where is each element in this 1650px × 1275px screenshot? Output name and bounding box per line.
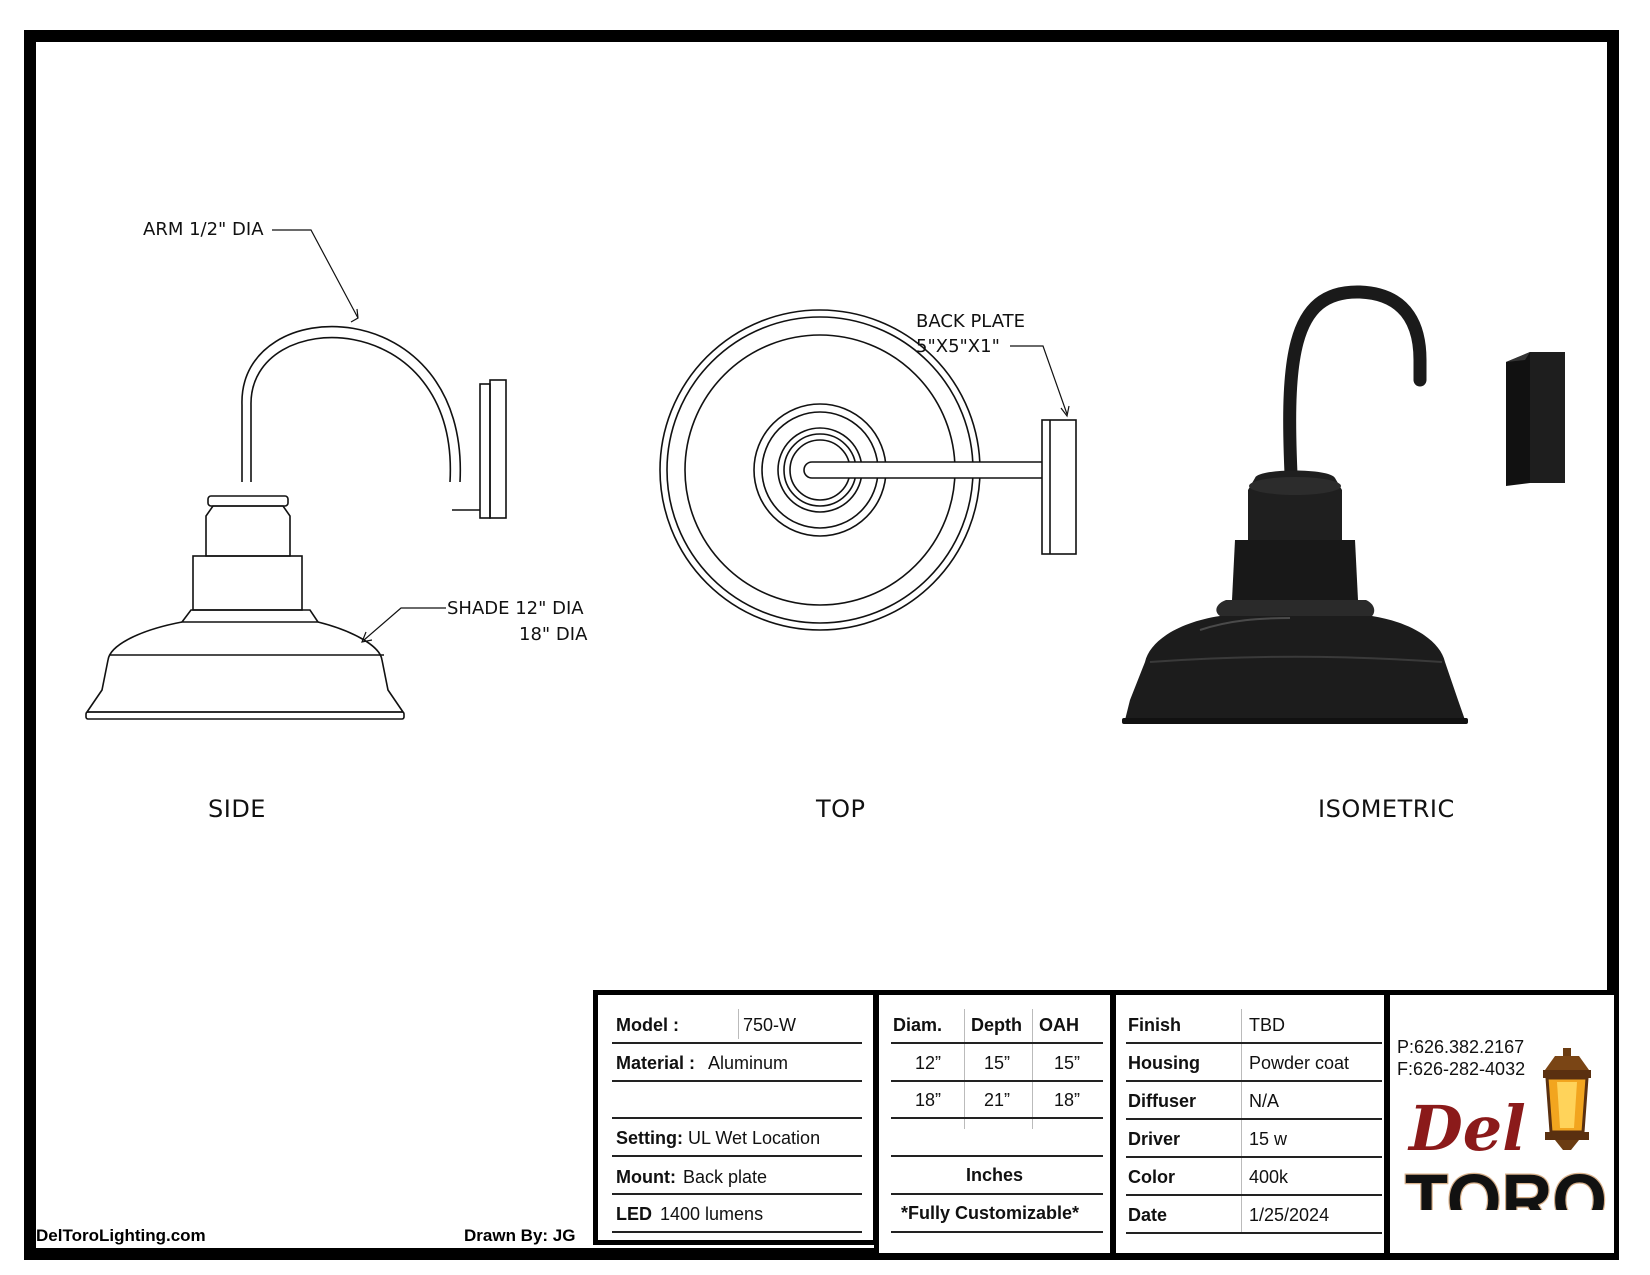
dim-row2-depth: 21” xyxy=(984,1090,1011,1110)
model-value: 750-W xyxy=(743,1015,797,1035)
setting-value: UL Wet Location xyxy=(688,1128,821,1148)
backplate-callout-line2: 5"X5"X1" xyxy=(916,336,1000,357)
mount-label: Mount: xyxy=(616,1167,676,1187)
shade-callout-line2: 18" DIA xyxy=(519,624,588,645)
logo-word-del: Del xyxy=(1407,1092,1526,1165)
date-value: 1/25/2024 xyxy=(1249,1205,1330,1225)
side-view-label: SIDE xyxy=(208,795,266,823)
logo-word-toro: TORO xyxy=(1405,1159,1607,1210)
material-label: Material : xyxy=(616,1053,696,1073)
color-value: 400k xyxy=(1249,1167,1289,1187)
isometric-view-label: ISOMETRIC xyxy=(1318,795,1455,823)
driver-value: 15 w xyxy=(1249,1129,1288,1149)
driver-label: Driver xyxy=(1128,1129,1181,1149)
top-view-drawing xyxy=(659,309,1077,631)
led-label: LED xyxy=(616,1204,652,1224)
fax-number: F:626-282-4032 xyxy=(1397,1059,1526,1079)
housing-value: Powder coat xyxy=(1249,1053,1350,1073)
logo-box: P:626.382.2167 F:626-282-4032 Del TORO xyxy=(1385,990,1619,1258)
dimensions-box: Diam. Depth OAH 12” 15” 15” 18” 21” 18” … xyxy=(874,990,1115,1258)
led-value: 1400 lumens xyxy=(660,1204,764,1224)
finish-label: Finish xyxy=(1128,1015,1181,1035)
dim-row1-depth: 15” xyxy=(984,1053,1011,1073)
drawn-by-text: Drawn By: JG xyxy=(464,1226,576,1245)
backplate-callout-line1: BACK PLATE xyxy=(916,311,1026,332)
model-label: Model : xyxy=(616,1015,679,1035)
phone-number: P:626.382.2167 xyxy=(1397,1037,1525,1057)
lantern-icon xyxy=(1543,1048,1591,1150)
del-toro-logo: Del TORO xyxy=(1404,1048,1608,1210)
diffuser-value: N/A xyxy=(1249,1091,1280,1111)
dim-row1-oah: 15” xyxy=(1054,1053,1081,1073)
dim-row1-diam: 12” xyxy=(915,1053,942,1073)
dim-header-oah: OAH xyxy=(1039,1015,1079,1035)
top-view-leader xyxy=(1010,345,1070,418)
setting-label: Setting: xyxy=(616,1128,683,1148)
dim-note: *Fully Customizable* xyxy=(901,1203,1080,1223)
date-label: Date xyxy=(1128,1205,1168,1225)
arm-callout: ARM 1/2" DIA xyxy=(143,219,264,240)
material-value: Aluminum xyxy=(708,1053,789,1073)
website-text: DelToroLighting.com xyxy=(36,1226,206,1245)
top-view-label: TOP xyxy=(816,795,866,823)
side-view-leaders xyxy=(272,229,446,643)
color-label: Color xyxy=(1128,1167,1175,1187)
side-view-drawing xyxy=(85,325,507,720)
dim-header-diam: Diam. xyxy=(893,1015,943,1035)
finish-value: TBD xyxy=(1249,1015,1285,1035)
spec-left-box: Model : 750-W Material : Aluminum Settin… xyxy=(593,990,878,1245)
dim-units: Inches xyxy=(966,1165,1024,1185)
dim-row2-diam: 18” xyxy=(915,1090,942,1110)
dim-row2-oah: 18” xyxy=(1054,1090,1081,1110)
isometric-view-drawing xyxy=(1122,285,1565,724)
shade-callout-line1: SHADE 12" DIA xyxy=(447,598,584,619)
mount-value: Back plate xyxy=(683,1167,768,1187)
diffuser-label: Diffuser xyxy=(1128,1091,1197,1111)
dim-header-depth: Depth xyxy=(971,1015,1022,1035)
housing-label: Housing xyxy=(1128,1053,1200,1073)
spec-right-box: Finish TBD Housing Powder coat Diffuser … xyxy=(1111,990,1389,1258)
